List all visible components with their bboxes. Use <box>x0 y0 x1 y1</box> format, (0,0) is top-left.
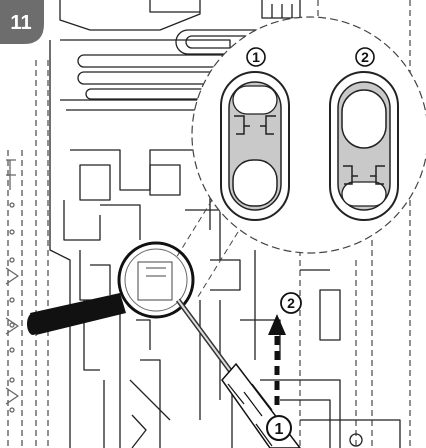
detail-magnifier: 1 2 <box>175 16 426 301</box>
callout-1-label: 1 <box>275 421 284 438</box>
push-up-arrow <box>268 314 286 405</box>
state-2-label-ring <box>355 47 375 67</box>
latch-state-2 <box>329 71 399 221</box>
din-rail-left <box>7 60 49 448</box>
lens-circle <box>117 241 195 319</box>
step-badge: 11 <box>0 0 44 44</box>
rod-tool <box>27 293 126 335</box>
state-1-label: 1 <box>252 49 260 65</box>
callout-2-label: 2 <box>287 295 295 311</box>
state-2-label: 2 <box>361 49 369 65</box>
callout-1-ring <box>266 415 292 441</box>
callout-2-ring <box>280 292 302 314</box>
rail-holes <box>5 159 19 413</box>
step-number: 11 <box>10 12 31 34</box>
latch-state-1 <box>220 71 290 221</box>
state-1-label-ring <box>246 47 266 67</box>
